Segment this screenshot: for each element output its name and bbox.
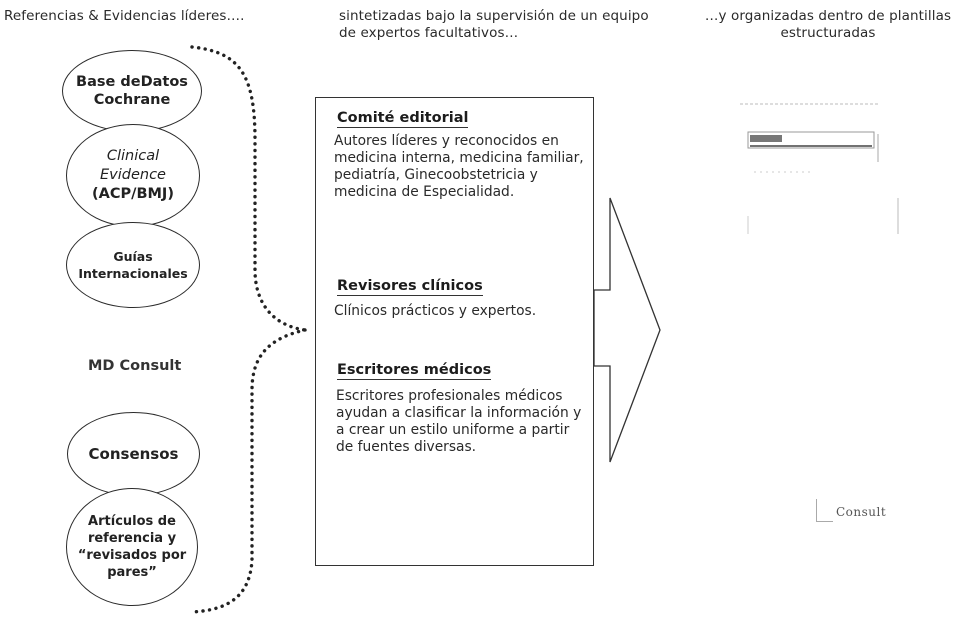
comite-body: Autores líderes y reconocidos en medicin… [334,133,584,200]
source-consensos: Consensos [67,412,200,496]
logo-mark-icon [816,499,833,522]
dotted-brace-lower [190,328,307,614]
articulos-line-4: pares” [107,565,157,580]
template-thumbnail [740,103,899,234]
clinical-line-3: (ACP/BMJ) [92,186,174,202]
consult-logo: Consult [816,499,886,522]
clinical-line-2: Evidence [100,167,166,183]
clinical-line-1: Clinical [106,148,160,164]
consult-logo-text: Consult [836,505,887,519]
cochrane-line-2: Cochrane [93,92,171,108]
guias-line-2: Internacionales [78,266,188,281]
escritores-title: Escritores médicos [337,362,492,380]
source-articulos: Artículos de referencia y “revisados por… [66,488,198,606]
source-cochrane: Base deDatos Cochrane [62,50,202,132]
source-guias: Guías Internacionales [66,222,200,308]
big-arrow [593,197,661,463]
dotted-brace-upper [190,45,307,332]
articulos-line-3: “revisados por [77,548,187,563]
articulos-line-1: Artículos de [88,514,176,529]
comite-title: Comité editorial [337,110,469,128]
header-synthesized: sintetizadas bajo la supervisión de un e… [339,8,649,41]
header-references: Referencias & Evidencias líderes…. [4,8,245,24]
guias-line-1: Guías [113,249,153,264]
consensos-label: Consensos [88,445,179,463]
cochrane-line-1: Base deDatos [76,74,188,90]
md-consult-label: MD Consult [88,358,182,374]
header-organized: …y organizadas dentro de plantillas estr… [704,8,952,41]
source-clinical-evidence: Clinical Evidence (ACP/BMJ) [66,124,200,227]
revisores-body: Clínicos prácticos y expertos. [334,303,537,319]
revisores-title: Revisores clínicos [337,278,483,296]
articulos-line-2: referencia y [87,531,177,546]
escritores-body: Escritores profesionales médicos ayudan … [336,388,582,455]
editorial-box [315,97,594,566]
